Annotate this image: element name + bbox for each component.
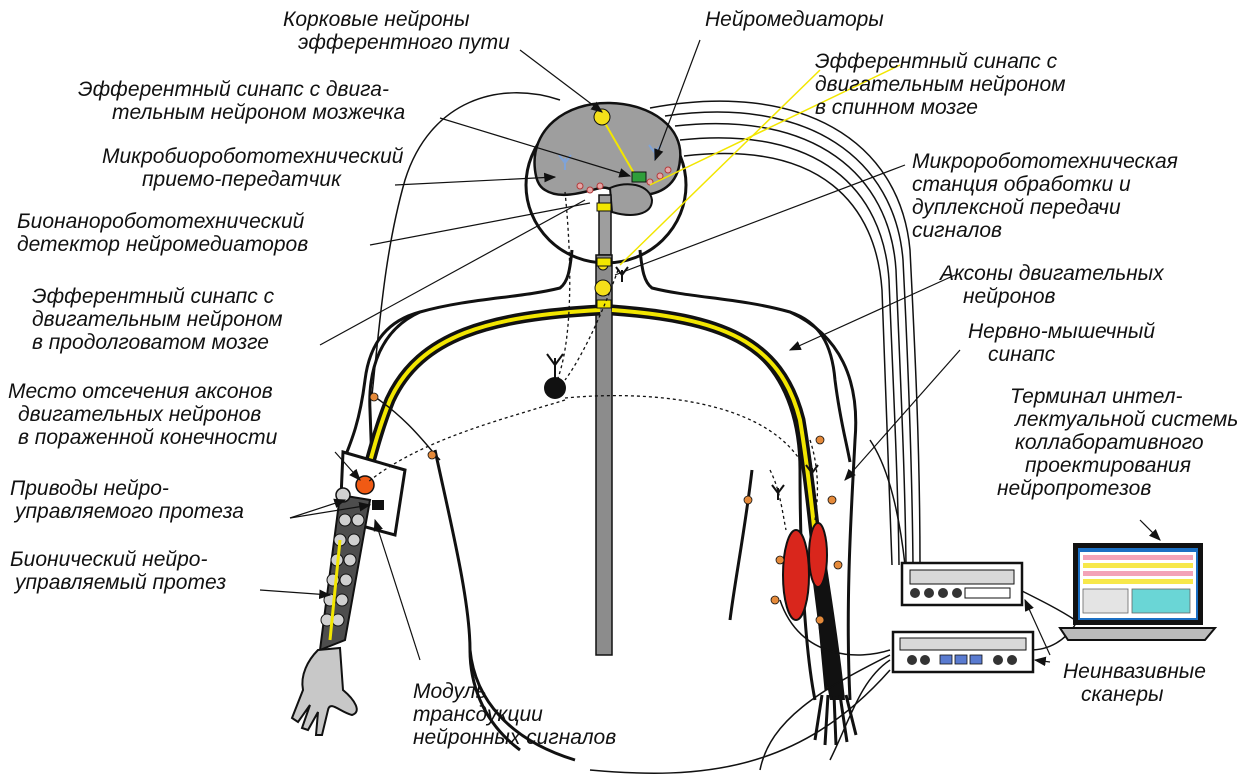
- label-synapse-spinal: Эфферентный синапс с двигательным нейрон…: [815, 50, 1066, 119]
- neuron-icon: [544, 377, 566, 399]
- label-transceiver: Микробиоробототехнический приемо-передат…: [102, 145, 403, 191]
- label-prosthesis: Бионический нейро- управляемый протез: [10, 548, 226, 594]
- label-synapse-medulla: Эфферентный синапс с двигательным нейрон…: [32, 285, 283, 354]
- label-terminal: Терминал интел- лектуальной системы колл…: [995, 385, 1237, 500]
- label-transduction: Модуль трансдукции нейронных сигналов: [413, 680, 616, 749]
- hand-icon: [292, 648, 357, 735]
- label-neuromediators: Нейромедиаторы: [705, 8, 884, 31]
- label-scanners: Неинвазивные сканеры: [1063, 660, 1206, 706]
- label-motor-axons: Аксоны двигательных нейронов: [940, 262, 1164, 308]
- muscle-icon: [809, 523, 827, 587]
- label-actuators: Приводы нейро- управляемого протеза: [10, 477, 244, 523]
- scanner-device-icon: [902, 563, 1022, 605]
- label-cortical-neurons: Корковые нейроны эфферентного пути: [283, 8, 510, 54]
- label-synapse-cerebellum: Эфферентный синапс с двига- тельным нейр…: [78, 78, 405, 124]
- label-neuromuscular: Нервно-мышечный синапс: [968, 320, 1155, 366]
- left-arm: [292, 310, 600, 735]
- label-cut-site: Место отсечения аксонов двигательных ней…: [8, 380, 277, 449]
- muscle-icon: [783, 530, 809, 620]
- right-arm: [612, 310, 856, 745]
- laptop-icon: [1060, 543, 1215, 640]
- scanner-device-icon: [893, 632, 1033, 672]
- label-station: Микроробототехническая станция обработки…: [912, 150, 1178, 242]
- label-detector: Бионаноробототехнический детектор нейром…: [17, 210, 308, 256]
